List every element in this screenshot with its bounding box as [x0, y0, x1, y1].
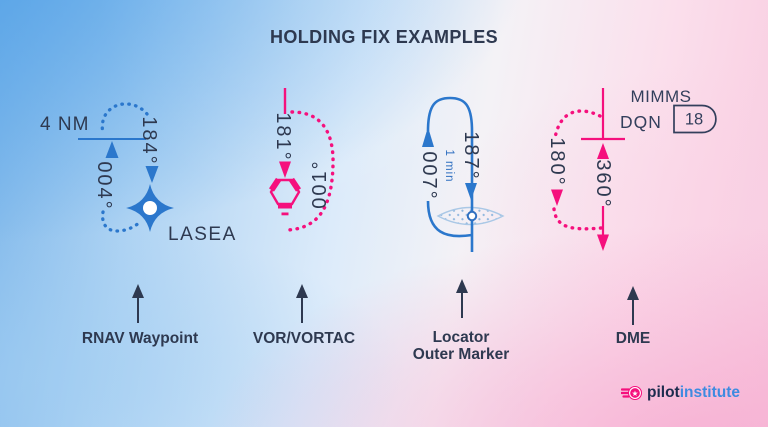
vortac-symbol-icon: [269, 177, 301, 216]
page-title: HOLDING FIX EXAMPLES: [269, 27, 499, 47]
holding-pattern-dme: MIMMS DQN 18 360° 180°: [546, 87, 717, 251]
lom-inbound-course-label: 187°: [460, 131, 482, 180]
dme-dotted-arc-bottom: [552, 207, 603, 231]
lom-outbound-course-label: 007°: [418, 151, 440, 200]
rnav-inbound-arrow-icon: [145, 166, 159, 183]
caption-rnav-waypoint: RNAV Waypoint: [81, 330, 199, 347]
lom-outbound-arrow-icon: [422, 127, 434, 147]
logo-word-institute: institute: [679, 384, 740, 401]
dme-fix-name-label: MIMMS: [630, 87, 691, 106]
dme-dotted-arc-top: [553, 109, 602, 140]
dme-inbound-course-label: 360°: [592, 159, 614, 208]
rnav-outbound-arrow-icon: [105, 141, 119, 158]
dme-inbound-arrow-icon: [597, 143, 609, 159]
vortac-dotted-arc: [286, 110, 335, 232]
lom-inbound-arrow-icon: [465, 183, 477, 200]
logo-winged-shield-icon: ★: [621, 386, 642, 400]
pilot-institute-logo: ★ pilot institute: [621, 384, 740, 402]
rnav-outbound-course-label: 004°: [93, 161, 115, 210]
dme-exit-arrow-icon: [597, 234, 609, 251]
outer-marker-center-dot: [466, 210, 478, 222]
caption-vor-vortac: VOR/VORTAC: [252, 330, 356, 347]
caption-lom-line1: Locator: [432, 329, 490, 346]
holding-pattern-rnav: 4 NM 004° 184° LASEA: [40, 102, 237, 245]
rnav-inbound-course-label: 184°: [138, 116, 160, 165]
caption-lom-line2: Outer Marker: [412, 346, 510, 364]
lom-racetrack-top: [426, 96, 474, 252]
dme-outbound-course-label: 180°: [546, 137, 568, 186]
pointer-arrow-rnav: [136, 297, 140, 323]
vortac-outbound-course-label: 001°: [309, 159, 331, 208]
pointer-arrow-lom: [460, 292, 464, 318]
rnav-fix-name-label: LASEA: [168, 224, 237, 245]
rnav-waypoint-star-center: [143, 201, 157, 215]
svg-text:★: ★: [632, 389, 639, 398]
dme-distance-label: 18: [685, 111, 703, 129]
caption-dme: DME: [615, 330, 651, 347]
rnav-dotted-arc-bottom: [100, 210, 143, 233]
pointer-arrow-dme: [631, 299, 635, 325]
lom-leg-time-label: 1 min: [443, 149, 455, 182]
caption-locator-outer-marker: Locator Outer Marker: [413, 329, 509, 364]
holding-pattern-vortac: 181° 001°: [269, 88, 335, 232]
dme-outbound-arrow-icon: [551, 189, 563, 206]
dme-station-id-label: DQN: [620, 112, 662, 132]
rnav-leg-length-label: 4 NM: [40, 114, 89, 135]
logo-word-pilot: pilot: [647, 384, 680, 401]
lom-racetrack-bottom: [426, 200, 473, 238]
holding-pattern-lom: 007° 1 min 187°: [418, 96, 505, 252]
pointer-arrow-vortac: [300, 297, 304, 323]
vortac-inbound-course-label: 181°: [272, 112, 294, 161]
vortac-inbound-arrow-icon: [279, 161, 291, 178]
dme-distance-box: [673, 104, 717, 134]
